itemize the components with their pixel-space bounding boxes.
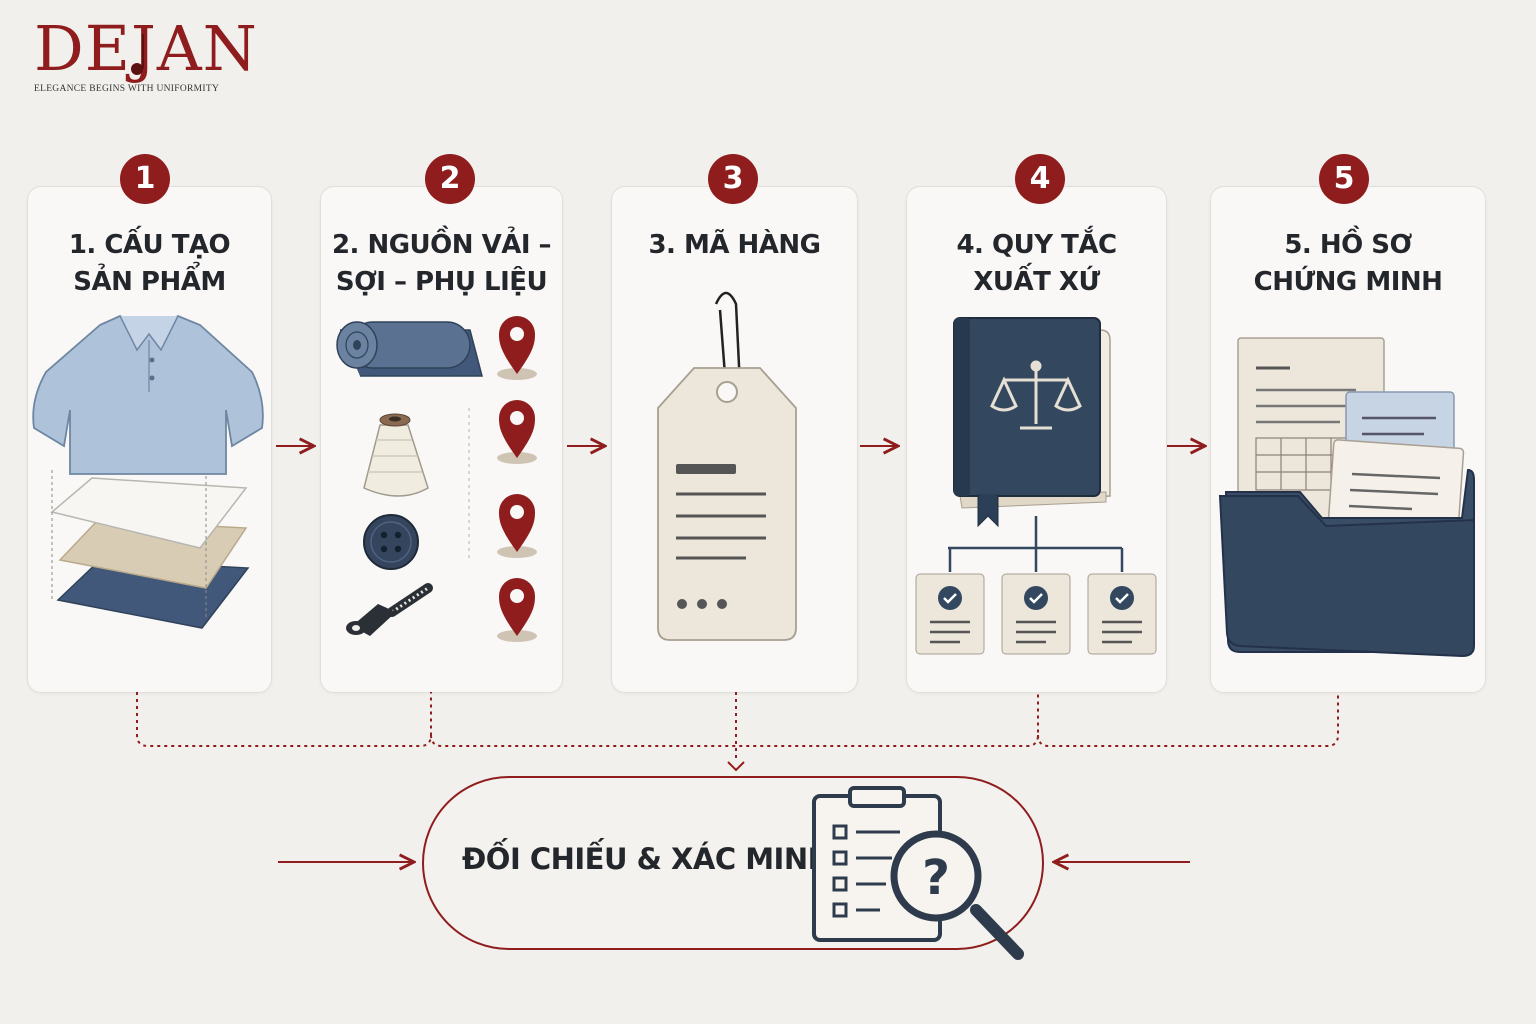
fabric-layers-icon [50,470,250,629]
magnifier-icon: ? [890,830,1024,960]
step-badge-5: 5 [1319,154,1369,204]
step-title: 1. CẤU TẠO SẢN PHẨM [68,230,231,297]
verification-label: ĐỐI CHIẾU & XÁC MINH [462,842,832,876]
location-pin-icon [468,316,537,642]
step-title: 2. NGUỒN VẢI – SỢI – PHỤ LIỆU [331,230,552,297]
step-badge-1: 1 [120,154,170,204]
svg-text:?: ? [922,850,950,906]
law-book-icon [953,317,1111,528]
brand-logo: DEJAN ELEGANCE BEGINS WITH UNIFORMITY [34,12,258,95]
button-icon [363,514,419,570]
flow-arrows [276,446,1205,862]
connector-arrowhead [727,761,745,772]
step-title: 3. MÃ HÀNG [648,230,821,260]
zipper-icon [346,583,433,636]
folder-icon [1218,468,1475,658]
polo-shirt-icon [32,315,264,475]
logo-note-icon [131,34,144,75]
step-badge-2: 2 [425,154,475,204]
brand-name: DEJAN [34,12,258,85]
brand-tagline: ELEGANCE BEGINS WITH UNIFORMITY [34,84,220,94]
step-title: 5. HỒ SƠ CHỨNG MINH [1253,230,1443,297]
thread-spool-icon [363,413,429,497]
checklist-icon [915,516,1157,655]
step-badge-4: 4 [1015,154,1065,204]
step-title: 4. QUY TẮC XUẤT XỨ [956,230,1117,297]
fabric-roll-icon [336,321,483,377]
step-badge-3: 3 [708,154,758,204]
scales-icon [990,360,1082,430]
hang-tag-icon [657,291,797,641]
dotted-connectors [136,692,1339,762]
